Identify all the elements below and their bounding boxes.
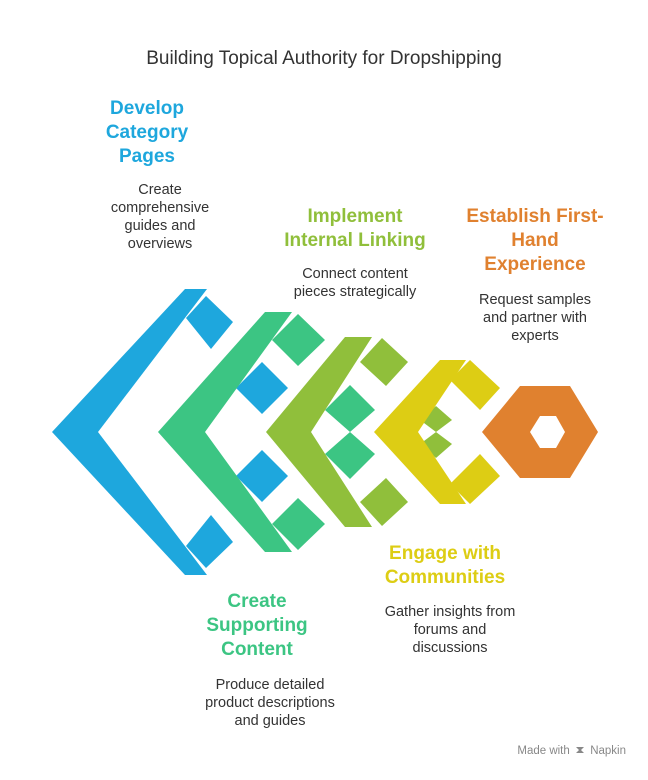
teal-chevron-upper-arm	[158, 312, 292, 432]
blue-chevron-lower-arm	[52, 432, 207, 575]
step-2-description: Produce detailed product descriptions an…	[205, 677, 335, 729]
made-with-credit: Made with Napkin	[517, 745, 626, 757]
step-4-description: Gather insights from forums and discussi…	[384, 604, 516, 656]
step-1-title: Develop Category Pages	[105, 98, 189, 167]
orange-hexagon-shape	[482, 386, 598, 478]
orange-hexagon-upper-left	[482, 386, 551, 432]
teal-link-lower	[272, 498, 325, 550]
lime-link-upper	[360, 338, 408, 386]
step-5-description: Request samples and partner with experts	[478, 292, 592, 344]
step-1-description: Create comprehensive guides and overview…	[110, 182, 210, 252]
credit-text: Made with	[517, 745, 570, 757]
lime-link-lower	[360, 478, 408, 526]
lime-chevron-shape	[266, 337, 452, 527]
blue-link-inner-upper	[236, 362, 288, 414]
blue-chevron-shape	[52, 289, 288, 575]
yellow-link-upper	[450, 360, 500, 410]
yellow-chevron-shape	[374, 360, 500, 504]
yellow-link-lower	[450, 454, 500, 504]
blue-link-lower	[186, 515, 233, 568]
step-2-title: Create Supporting Content	[206, 591, 308, 660]
napkin-logo-icon	[575, 747, 584, 753]
teal-chevron-shape	[158, 312, 375, 552]
teal-link-upper	[272, 314, 325, 366]
credit-brand: Napkin	[590, 745, 626, 757]
diagram-title: Building Topical Authority for Dropshipp…	[146, 48, 502, 69]
orange-hexagon-upper-right	[551, 386, 598, 432]
lime-chevron-upper-arm	[266, 337, 372, 432]
lime-link-inner-lower	[420, 432, 452, 458]
orange-hexagon-lower-left	[482, 432, 551, 478]
step-4-title: Engage with Communities	[384, 543, 506, 588]
orange-hexagon-lower-right	[551, 432, 598, 478]
yellow-chevron-lower-arm	[374, 432, 466, 504]
lime-link-inner-upper	[420, 406, 452, 432]
yellow-chevron-upper-arm	[374, 360, 466, 432]
blue-link-inner-lower	[236, 450, 288, 502]
step-3-description: Connect content pieces strategically	[293, 266, 417, 300]
teal-link-inner-upper	[325, 385, 375, 432]
step-5-title: Establish First- Hand Experience	[466, 206, 604, 275]
lime-chevron-lower-arm	[266, 432, 372, 527]
teal-chevron-lower-arm	[158, 432, 292, 552]
blue-link-upper	[186, 296, 233, 349]
step-3-title: Implement Internal Linking	[284, 206, 426, 251]
teal-link-inner-lower	[325, 432, 375, 479]
blue-chevron-upper-arm	[52, 289, 207, 432]
